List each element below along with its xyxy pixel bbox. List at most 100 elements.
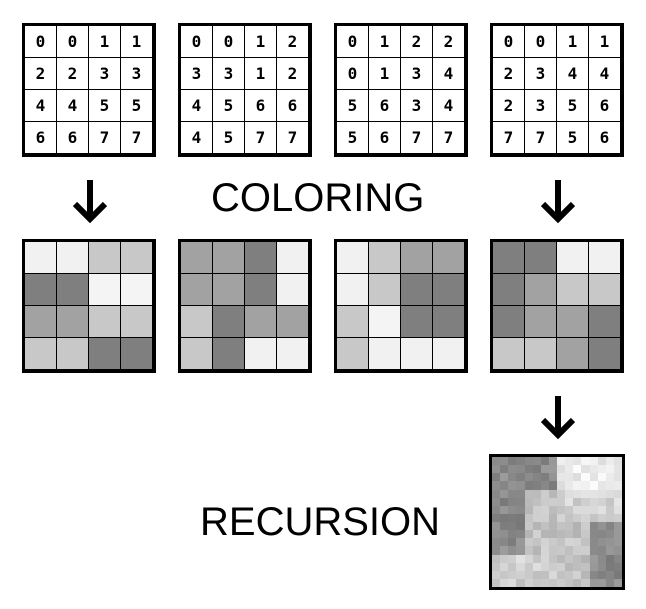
texture-block <box>581 554 591 564</box>
index-cell: 1 <box>369 58 400 89</box>
color-cell <box>589 306 620 337</box>
texture-block <box>613 473 622 482</box>
texture-block <box>532 497 542 507</box>
index-cell: 1 <box>121 26 152 57</box>
color-cell <box>589 242 620 273</box>
texture-block <box>613 578 622 587</box>
texture-block <box>524 513 534 523</box>
index-cell: 0 <box>181 26 212 57</box>
texture-block <box>573 497 582 507</box>
index-cell: 1 <box>245 58 276 89</box>
index-cell: 7 <box>525 122 556 153</box>
color-cell <box>525 306 556 337</box>
color-cell <box>57 306 88 337</box>
texture-block <box>605 570 615 580</box>
texture-block <box>508 489 517 499</box>
color-cell <box>25 242 56 273</box>
index-cell: 6 <box>245 90 276 121</box>
texture-block <box>500 465 509 474</box>
color-cell <box>89 242 120 273</box>
color-cell <box>589 274 620 305</box>
index-cell: 2 <box>25 58 56 89</box>
texture-block <box>605 481 615 491</box>
texture-block <box>540 497 550 507</box>
index-cell: 7 <box>277 122 308 153</box>
index-cell: 3 <box>121 58 152 89</box>
texture-block <box>557 554 566 564</box>
index-cell: 6 <box>369 90 400 121</box>
texture-block <box>605 546 615 556</box>
color-cell <box>433 306 464 337</box>
index-cell: 3 <box>401 58 432 89</box>
color-cell <box>245 242 276 273</box>
texture-block <box>589 481 599 491</box>
color-cell <box>493 338 524 369</box>
texture-block <box>508 473 517 482</box>
index-cell: 2 <box>277 26 308 57</box>
texture-block <box>557 513 566 523</box>
index-cell: 3 <box>89 58 120 89</box>
texture-block <box>524 457 534 466</box>
texture-block <box>605 513 615 523</box>
texture-block <box>500 570 509 580</box>
index-cell: 2 <box>401 26 432 57</box>
color-cell <box>181 338 212 369</box>
texture-block <box>492 457 501 466</box>
texture-block <box>613 465 622 474</box>
index-cell: 5 <box>213 90 244 121</box>
texture-block <box>516 530 526 539</box>
texture-block <box>597 473 607 482</box>
index-cell: 6 <box>589 122 620 153</box>
color-cell <box>245 338 276 369</box>
color-cell <box>277 338 308 369</box>
texture-block <box>548 497 558 507</box>
texture-block <box>613 489 622 499</box>
index-cell: 3 <box>525 58 556 89</box>
color-cell <box>277 306 308 337</box>
texture-block <box>589 562 599 572</box>
texture-block <box>548 522 558 531</box>
index-cell: 2 <box>493 58 524 89</box>
color-cell <box>89 306 120 337</box>
texture-block <box>508 578 517 587</box>
texture-block <box>532 522 542 531</box>
texture-block <box>565 522 574 531</box>
color-cell <box>57 242 88 273</box>
color-cell <box>181 274 212 305</box>
texture-block <box>573 578 582 587</box>
color-cell <box>401 242 432 273</box>
texture-block <box>524 481 534 491</box>
index-cell: 5 <box>337 122 368 153</box>
texture-block <box>492 473 501 482</box>
texture-block <box>573 562 582 572</box>
index-cell: 0 <box>337 26 368 57</box>
texture-block <box>524 489 534 499</box>
index-cell: 7 <box>121 122 152 153</box>
texture-block <box>516 538 526 547</box>
texture-block <box>557 538 566 547</box>
texture-block <box>500 530 509 539</box>
index-cell: 1 <box>557 26 588 57</box>
texture-block <box>508 546 517 556</box>
texture-block <box>516 522 526 531</box>
texture-block <box>589 546 599 556</box>
color-cell <box>121 306 152 337</box>
texture-block <box>540 538 550 547</box>
texture-block <box>589 457 599 466</box>
texture-block <box>613 554 622 564</box>
texture-block <box>573 481 582 491</box>
texture-block <box>532 546 542 556</box>
color-cell <box>557 242 588 273</box>
texture-block <box>565 546 574 556</box>
texture-block <box>508 538 517 547</box>
index-cell: 7 <box>401 122 432 153</box>
texture-block <box>557 505 566 515</box>
index-cell: 2 <box>277 58 308 89</box>
color-cell <box>401 338 432 369</box>
index-cell: 5 <box>213 122 244 153</box>
texture-block <box>516 505 526 515</box>
texture-block <box>540 562 550 572</box>
texture-block <box>565 562 574 572</box>
texture-block <box>492 513 501 523</box>
texture-block <box>540 457 550 466</box>
